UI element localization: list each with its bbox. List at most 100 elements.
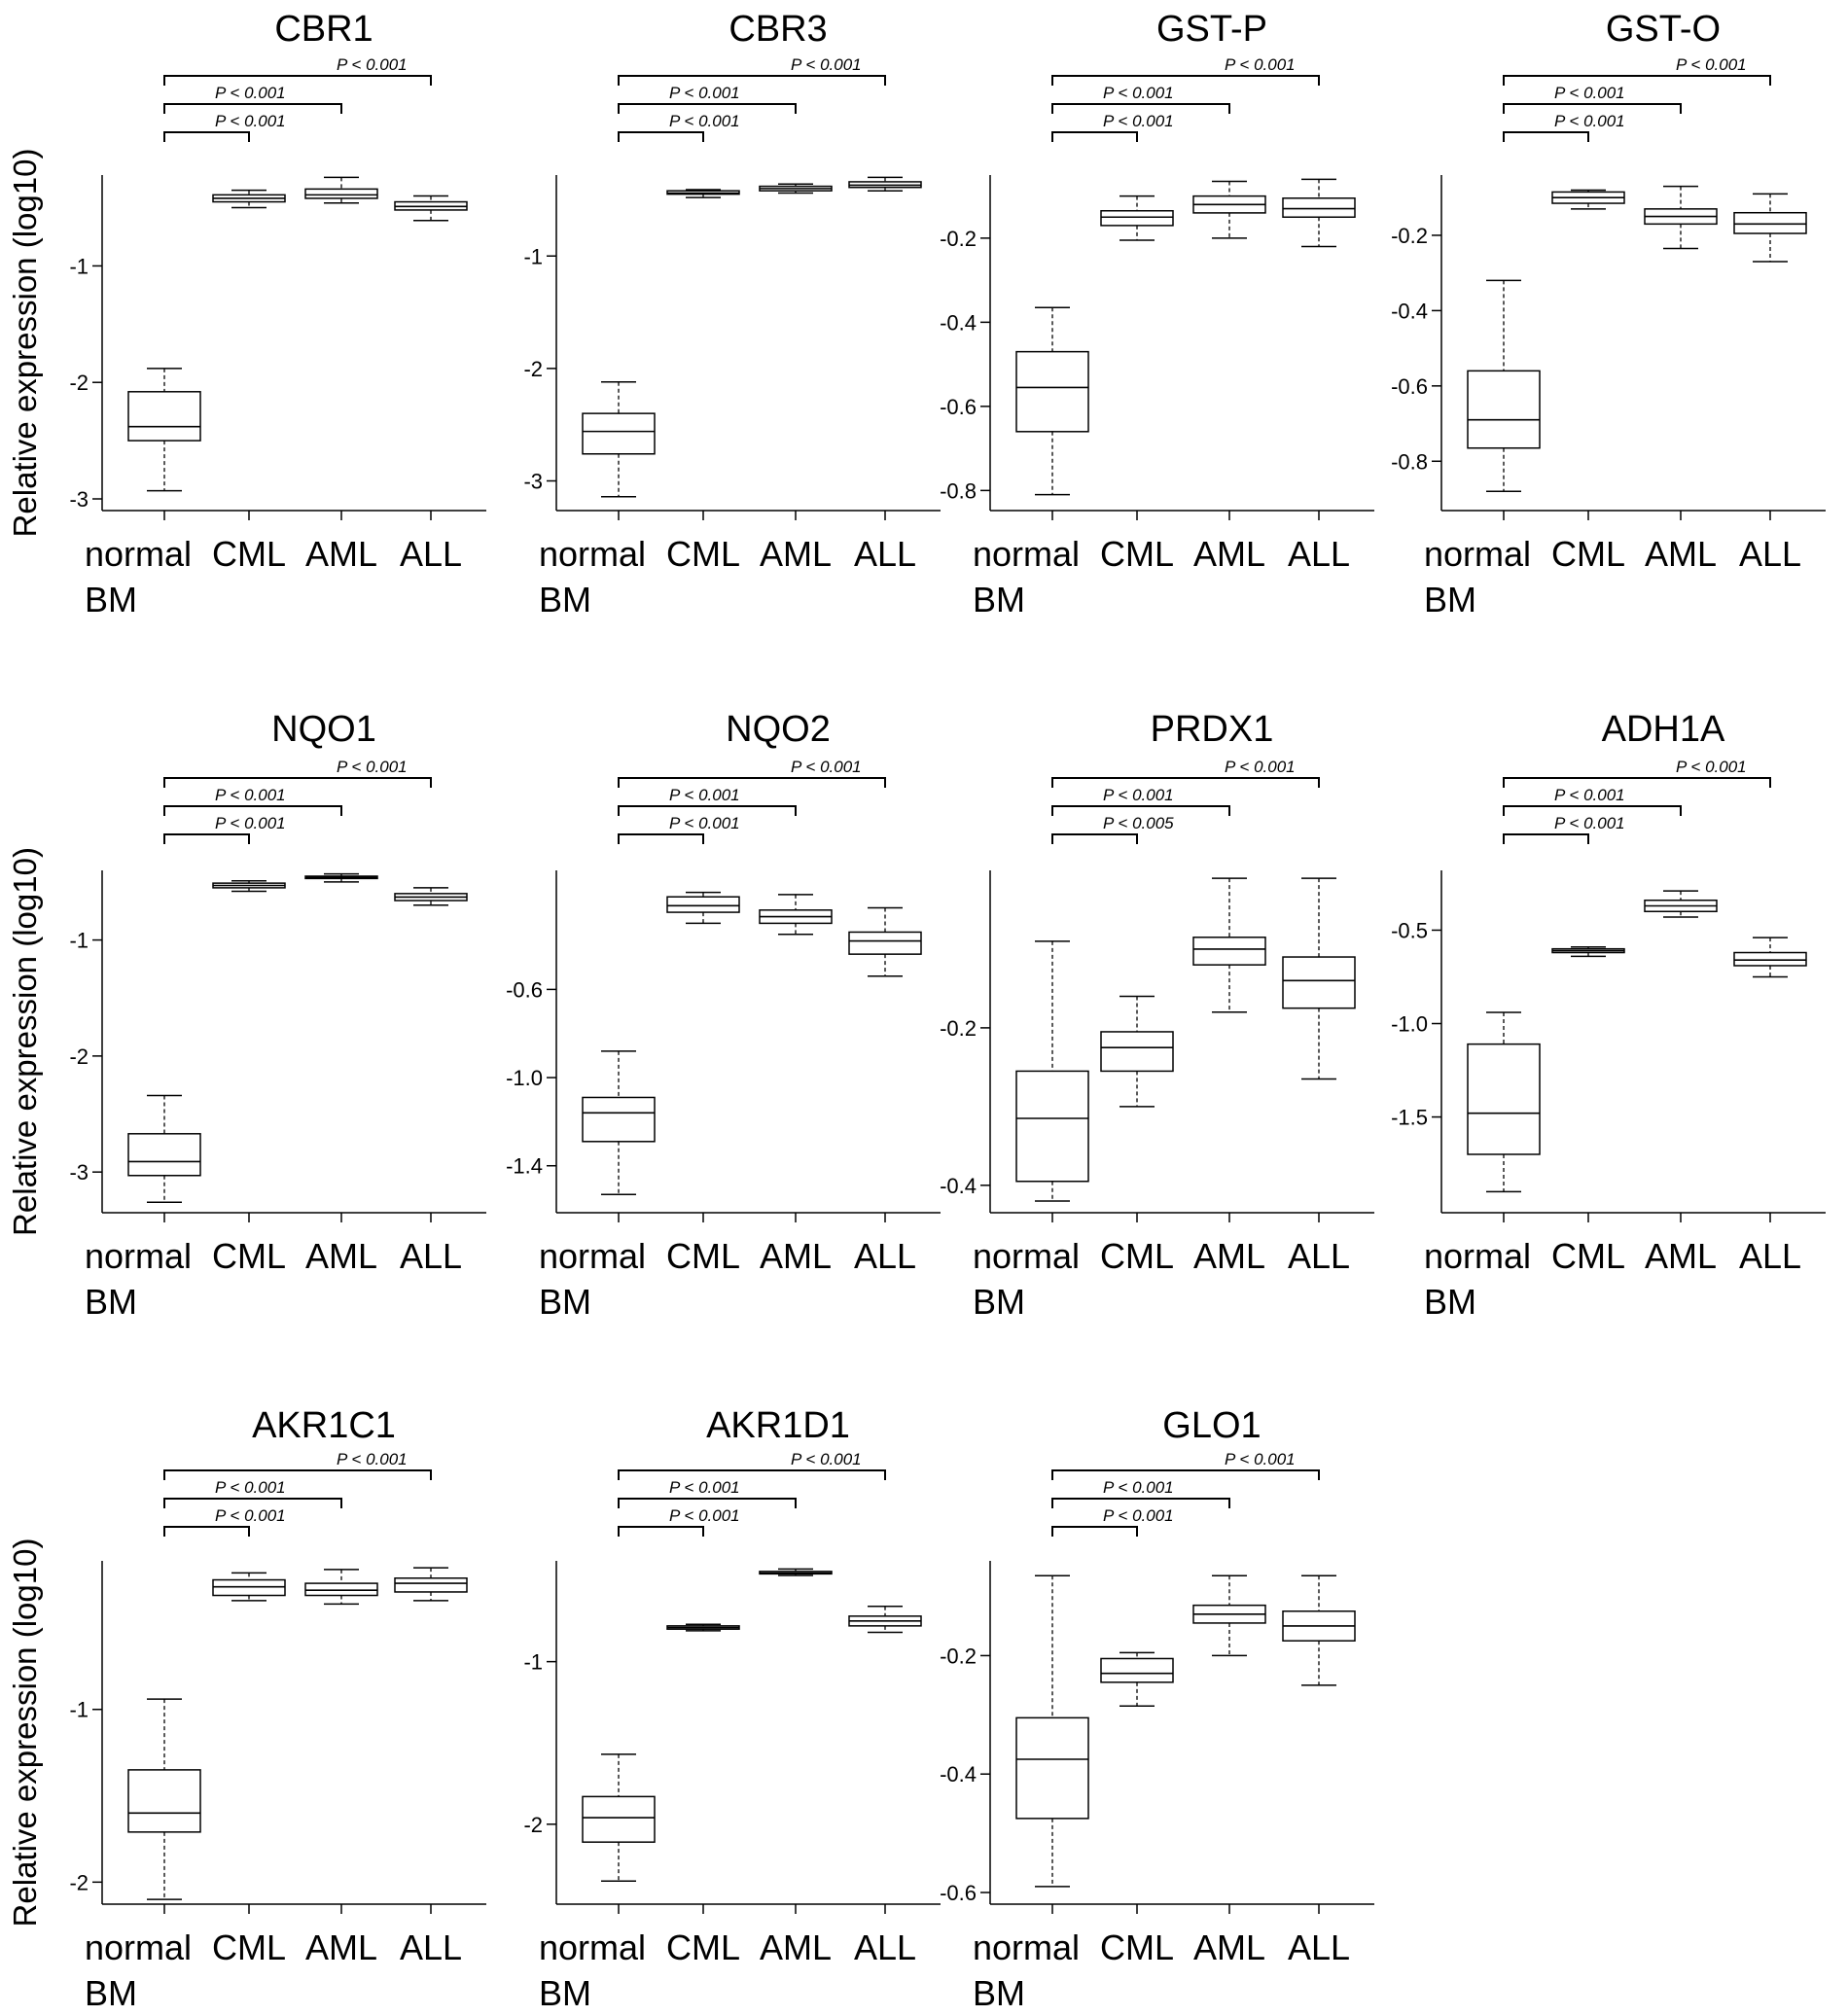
bracket-line xyxy=(163,805,342,816)
bracket-line xyxy=(1503,103,1682,114)
p-value-label: P < 0.001 xyxy=(1554,814,1625,832)
significance-bracket: P < 0.001 xyxy=(163,1478,342,1508)
iqr-box xyxy=(304,1582,378,1597)
bracket-line xyxy=(1051,1526,1138,1537)
x-tick-label: ALL xyxy=(854,1928,916,1967)
p-value-label: P < 0.001 xyxy=(215,112,286,130)
x-tick-label: ALL xyxy=(1739,1236,1801,1276)
box-normal xyxy=(1015,1574,1089,1888)
p-value-label: P < 0.001 xyxy=(215,1478,286,1497)
y-tick-label: -3 xyxy=(69,1160,89,1185)
x-tick-label: normal xyxy=(85,1928,192,1967)
x-tick-label: AML xyxy=(305,534,377,574)
x-tick-label: normal xyxy=(973,534,1080,574)
iqr-box xyxy=(848,931,922,955)
box-all xyxy=(848,176,922,192)
bracket-line xyxy=(618,833,704,844)
x-tick-label: ALL xyxy=(1288,1928,1350,1967)
box-cml xyxy=(212,879,286,893)
bracket-line xyxy=(618,1469,886,1480)
p-value-label: P < 0.001 xyxy=(337,55,408,74)
iqr-box xyxy=(1282,956,1356,1009)
x-tick-label: ALL xyxy=(1739,534,1801,574)
p-value-label: P < 0.005 xyxy=(1103,814,1174,832)
x-tick-label: BM xyxy=(1424,580,1476,619)
box-aml xyxy=(1192,1574,1266,1657)
iqr-box xyxy=(394,1577,468,1593)
box-normal xyxy=(1467,279,1541,493)
x-tick-label: CML xyxy=(212,1928,286,1967)
box-cml xyxy=(1100,1651,1174,1707)
y-tick-label: -0.2 xyxy=(940,1644,977,1668)
x-tick-label: AML xyxy=(1193,1236,1265,1276)
x-tick-label: CML xyxy=(1100,1928,1174,1967)
x-tick-label: normal xyxy=(539,1928,646,1967)
significance-bracket: P < 0.001 xyxy=(163,55,432,86)
bracket-line xyxy=(1051,131,1138,142)
p-value-label: P < 0.001 xyxy=(1103,1506,1174,1525)
iqr-box xyxy=(582,1795,656,1843)
y-axis-label: Relative expression (log10) xyxy=(7,1539,43,1928)
significance-bracket: P < 0.001 xyxy=(618,1450,886,1480)
iqr-box xyxy=(127,1769,201,1833)
y-tick-label: -0.6 xyxy=(940,395,977,419)
y-tick-label: -0.6 xyxy=(506,977,543,1002)
box-aml xyxy=(759,894,833,936)
x-tick-label: AML xyxy=(760,1928,832,1967)
p-value-label: P < 0.001 xyxy=(1225,758,1296,776)
x-tick-label: BM xyxy=(1424,1282,1476,1322)
p-value-label: P < 0.001 xyxy=(669,1506,740,1525)
x-tick-label: ALL xyxy=(854,534,916,574)
x-tick-label: BM xyxy=(973,1973,1025,2013)
bracket-line xyxy=(1503,833,1589,844)
x-tick-label: ALL xyxy=(1288,534,1350,574)
y-tick-label: -0.8 xyxy=(1391,449,1428,474)
p-value-label: P < 0.001 xyxy=(669,84,740,102)
x-tick-label: ALL xyxy=(854,1236,916,1276)
significance-bracket: P < 0.001 xyxy=(1051,786,1230,816)
iqr-box xyxy=(1467,370,1541,449)
box-aml xyxy=(759,183,833,195)
p-value-label: P < 0.001 xyxy=(791,1450,862,1468)
x-tick-label: ALL xyxy=(400,534,462,574)
iqr-box xyxy=(1282,197,1356,218)
significance-bracket: P < 0.001 xyxy=(1051,1478,1230,1508)
x-tick-label: CML xyxy=(1551,1236,1625,1276)
x-tick-label: AML xyxy=(760,1236,832,1276)
p-value-label: P < 0.001 xyxy=(1225,1450,1296,1468)
y-tick-label: -1 xyxy=(523,1650,543,1675)
significance-bracket: P < 0.001 xyxy=(1051,112,1174,142)
y-tick-label: -1.0 xyxy=(1391,1012,1428,1037)
iqr-box xyxy=(1015,350,1089,433)
iqr-box xyxy=(1733,211,1807,234)
y-tick-label: -0.5 xyxy=(1391,918,1428,942)
box-cml xyxy=(666,891,740,925)
p-value-label: P < 0.001 xyxy=(215,1506,286,1525)
iqr-box xyxy=(1100,210,1174,227)
significance-bracket: P < 0.001 xyxy=(618,84,797,114)
significance-bracket: P < 0.001 xyxy=(1051,84,1230,114)
x-tick-label: ALL xyxy=(1288,1236,1350,1276)
box-all xyxy=(394,887,468,906)
x-tick-label: BM xyxy=(973,580,1025,619)
box-normal xyxy=(582,381,656,498)
significance-bracket: P < 0.001 xyxy=(618,1506,740,1537)
x-tick-label: normal xyxy=(539,534,646,574)
chart-title: NQO2 xyxy=(726,709,831,750)
box-normal xyxy=(582,1753,656,1883)
significance-bracket: P < 0.001 xyxy=(618,1478,797,1508)
p-value-label: P < 0.001 xyxy=(1554,84,1625,102)
iqr-box xyxy=(212,1578,286,1597)
iqr-box xyxy=(1100,1657,1174,1683)
y-tick-label: -2 xyxy=(69,371,89,395)
box-normal xyxy=(127,1698,201,1900)
box-cml xyxy=(212,1572,286,1602)
significance-bracket: P < 0.001 xyxy=(163,786,342,816)
significance-bracket: P < 0.001 xyxy=(618,112,740,142)
x-tick-label: BM xyxy=(539,1282,591,1322)
chart-title: CBR1 xyxy=(274,9,373,50)
y-tick-label: -0.6 xyxy=(940,1881,977,1905)
